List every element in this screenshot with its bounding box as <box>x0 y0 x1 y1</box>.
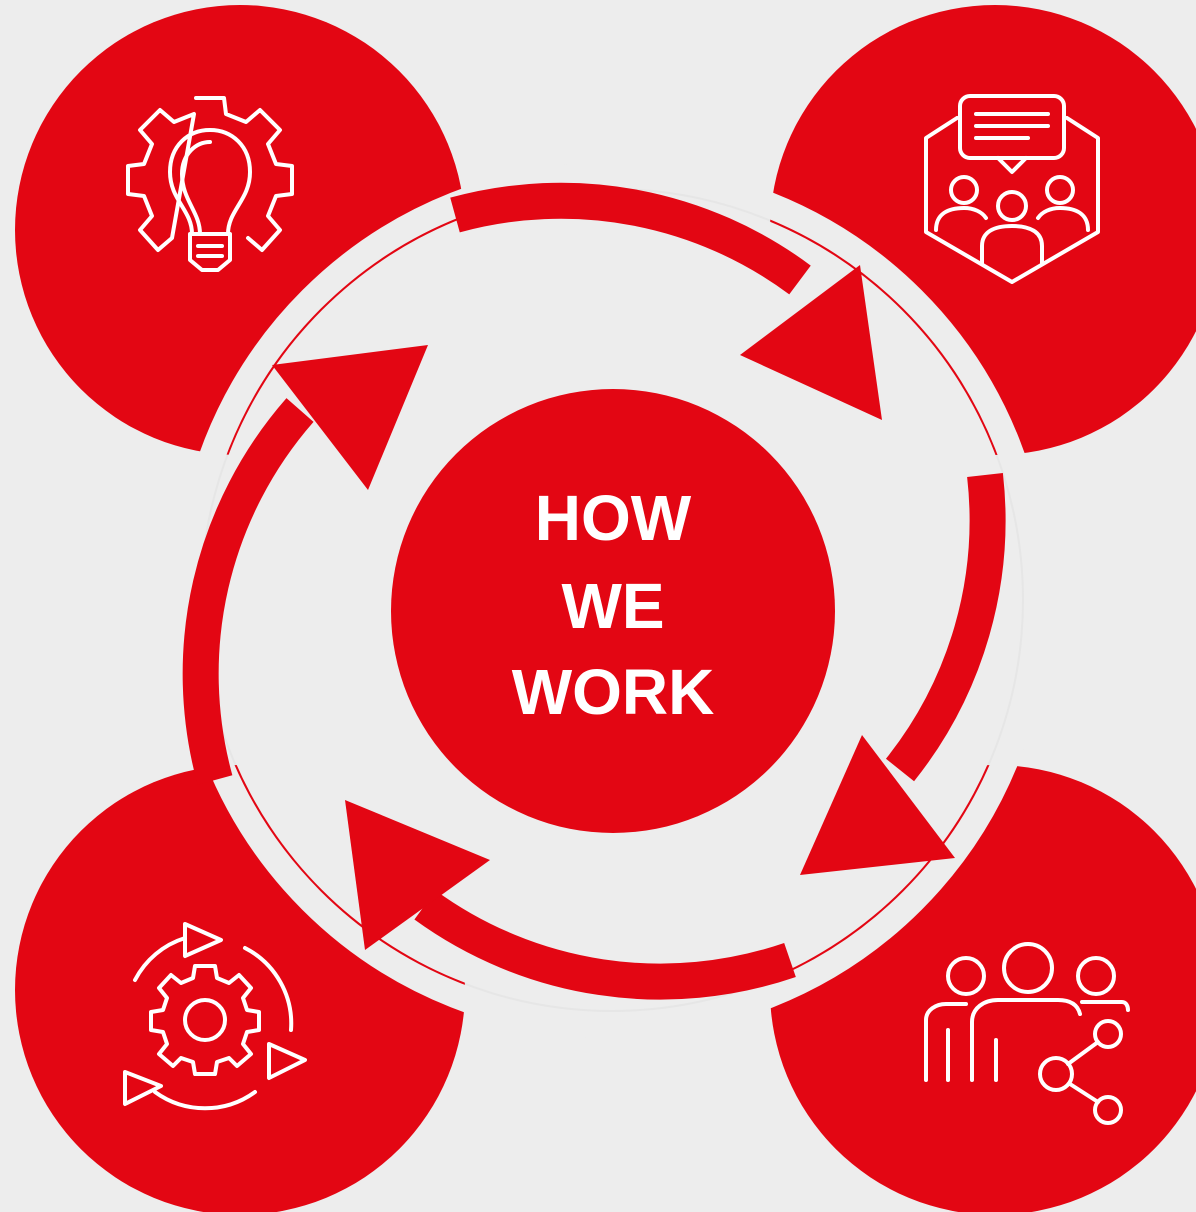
gear-cycle-icon <box>123 922 307 1111</box>
arc-top <box>450 182 811 295</box>
title-line-2: WE <box>561 570 664 642</box>
lightbulb-gear-icon <box>126 96 294 272</box>
arrowhead-right <box>800 735 955 875</box>
arrowhead-bottom <box>345 800 490 950</box>
title-line-1: HOW <box>535 482 692 554</box>
separator-ring <box>174 162 1050 1038</box>
center-circle <box>391 389 835 833</box>
cycle-arrows <box>182 182 1006 1000</box>
arc-right <box>885 472 1006 782</box>
title-line-3: WORK <box>512 656 715 728</box>
team-discussion-icon <box>924 94 1100 284</box>
team-network-icon <box>924 942 1130 1125</box>
arc-left <box>182 398 314 785</box>
arrowhead-top <box>740 265 882 420</box>
arc-bottom <box>414 890 796 1000</box>
arrowhead-left <box>272 345 428 490</box>
